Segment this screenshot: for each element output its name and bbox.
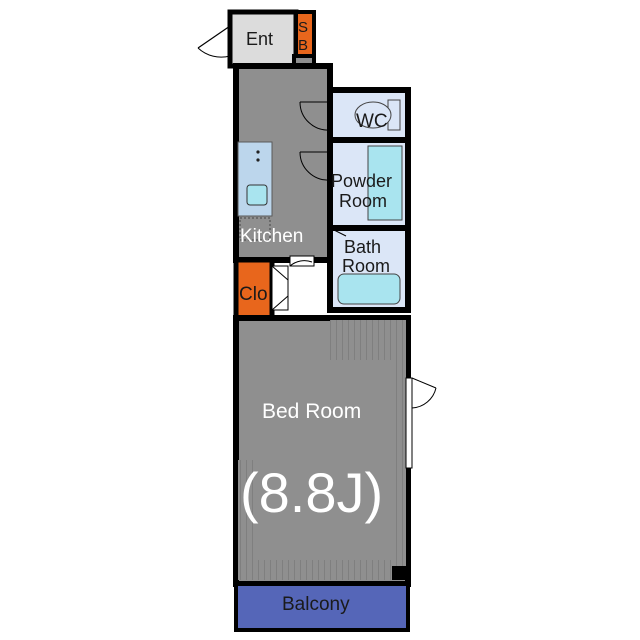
wc-door[interactable]: [299, 101, 331, 131]
bath-label-line1: Bath: [344, 237, 381, 257]
kitchen-sink-icon: [246, 184, 268, 206]
pillar: [392, 566, 406, 580]
closet-door[interactable]: [271, 265, 289, 311]
bedroom-hatch-left: [238, 460, 254, 580]
powder-label-line2: Room: [339, 191, 387, 211]
bedroom-window[interactable]: [405, 377, 437, 469]
balcony-label: Balcony: [282, 594, 350, 615]
powder-room-door[interactable]: [299, 151, 331, 181]
sb-label-bottom: B: [298, 37, 308, 54]
bedroom-floor: [233, 315, 411, 587]
balcony: [234, 582, 410, 632]
bedroom-label: Bed Room: [262, 400, 361, 423]
wc-label: WC: [356, 111, 388, 132]
clo-label: Clo: [239, 284, 268, 305]
fridge-space: [239, 217, 271, 241]
stove-burner-icon: [256, 150, 260, 154]
bath-door[interactable]: [333, 229, 347, 237]
bedroom-door[interactable]: [289, 255, 315, 267]
bath-label-line2: Room: [342, 256, 390, 276]
kitchen-label: Kitchen: [240, 226, 303, 247]
bedroom-size-label: (8.8J): [240, 461, 383, 524]
bathtub-icon: [337, 273, 401, 305]
toilet-bowl-icon: [354, 101, 392, 129]
bedroom-hatch-right: [392, 320, 406, 580]
bedroom-hatch-bottom: [238, 560, 406, 580]
ent-label: Ent: [246, 29, 273, 49]
powder-label-line1: Powder: [331, 171, 392, 191]
stove-burner-icon: [256, 158, 260, 162]
entrance-door[interactable]: [197, 25, 231, 58]
sb-label-top: S: [298, 19, 308, 36]
washbasin-icon: [367, 145, 403, 221]
